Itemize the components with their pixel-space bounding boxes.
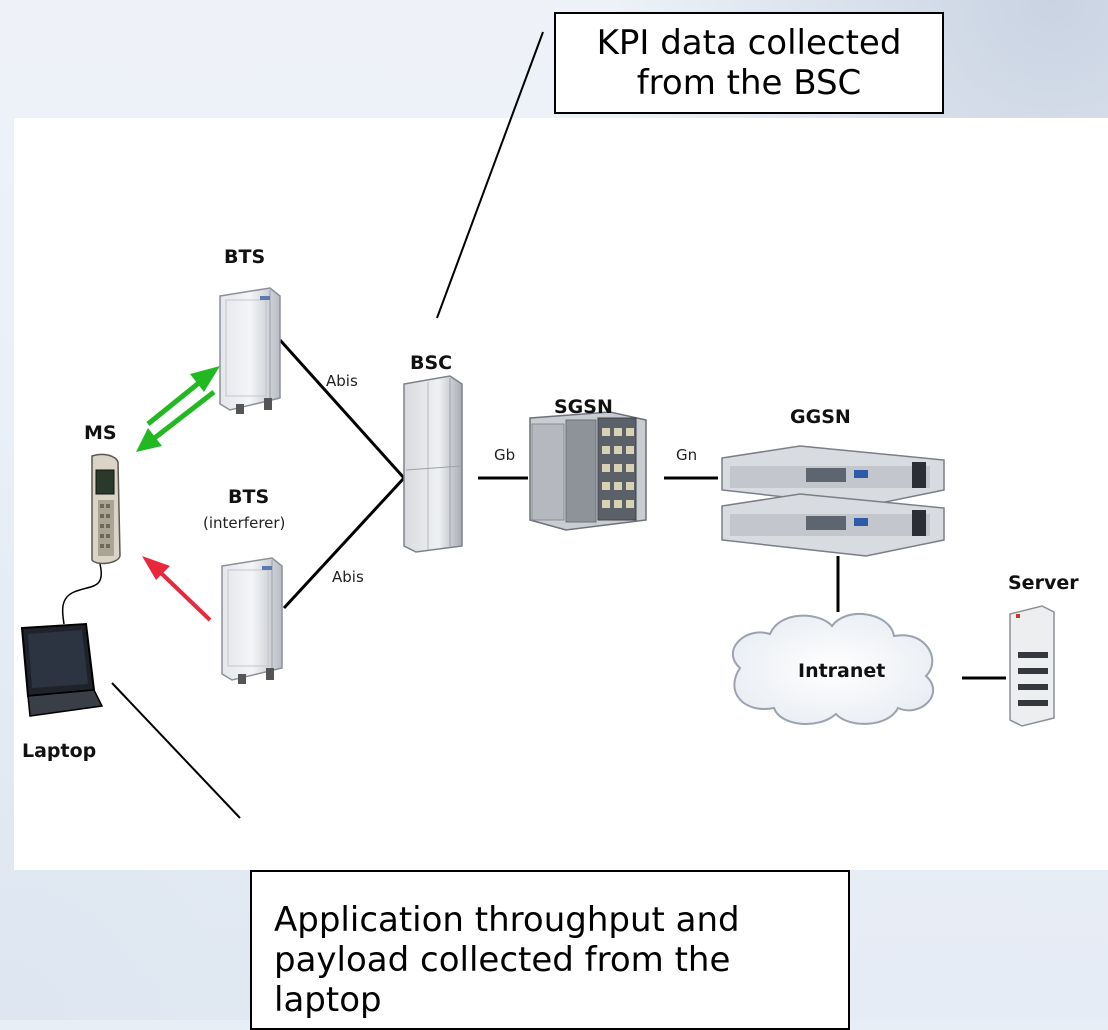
intranet-label: Intranet <box>798 660 886 682</box>
interference-arrow <box>142 556 212 622</box>
bts-top-icon <box>219 287 281 414</box>
sgsn-label: SGSN <box>554 396 613 418</box>
bsc-label: BSC <box>410 352 453 374</box>
bts-top-label: BTS <box>224 246 266 268</box>
server-icon <box>1009 605 1055 727</box>
callout-laptop-throughput: Application throughput and payload colle… <box>250 870 850 1030</box>
callout-top-leader <box>436 31 544 319</box>
ggsn-icon <box>721 445 945 557</box>
ms-label: MS <box>84 422 117 444</box>
abis-bottom-label: Abis <box>332 568 364 586</box>
abis-link-top <box>278 338 406 480</box>
laptop-label: Laptop <box>22 740 97 762</box>
abis-link-bottom <box>282 476 406 610</box>
gn-label: Gn <box>676 446 698 464</box>
server-label: Server <box>1008 572 1079 594</box>
bts-interferer-sublabel: (interferer) <box>203 514 286 532</box>
gb-label: Gb <box>494 446 516 464</box>
laptop-icon <box>20 622 104 717</box>
bts-interferer-icon <box>221 557 283 684</box>
callout-bottom-leader <box>111 682 241 819</box>
downlink-arrow <box>136 390 216 452</box>
bts-interferer-label: BTS <box>228 486 270 508</box>
callout-kpi-bsc: KPI data collected from the BSC <box>554 12 944 114</box>
uplink-arrow <box>146 366 220 426</box>
ms-laptop-cable <box>61 563 103 625</box>
intranet-cloud <box>732 612 934 725</box>
bsc-icon <box>403 375 463 553</box>
sgsn-icon <box>529 411 647 531</box>
ms-phone-icon <box>91 453 121 565</box>
abis-top-label: Abis <box>326 372 358 390</box>
ggsn-label: GGSN <box>790 406 851 428</box>
